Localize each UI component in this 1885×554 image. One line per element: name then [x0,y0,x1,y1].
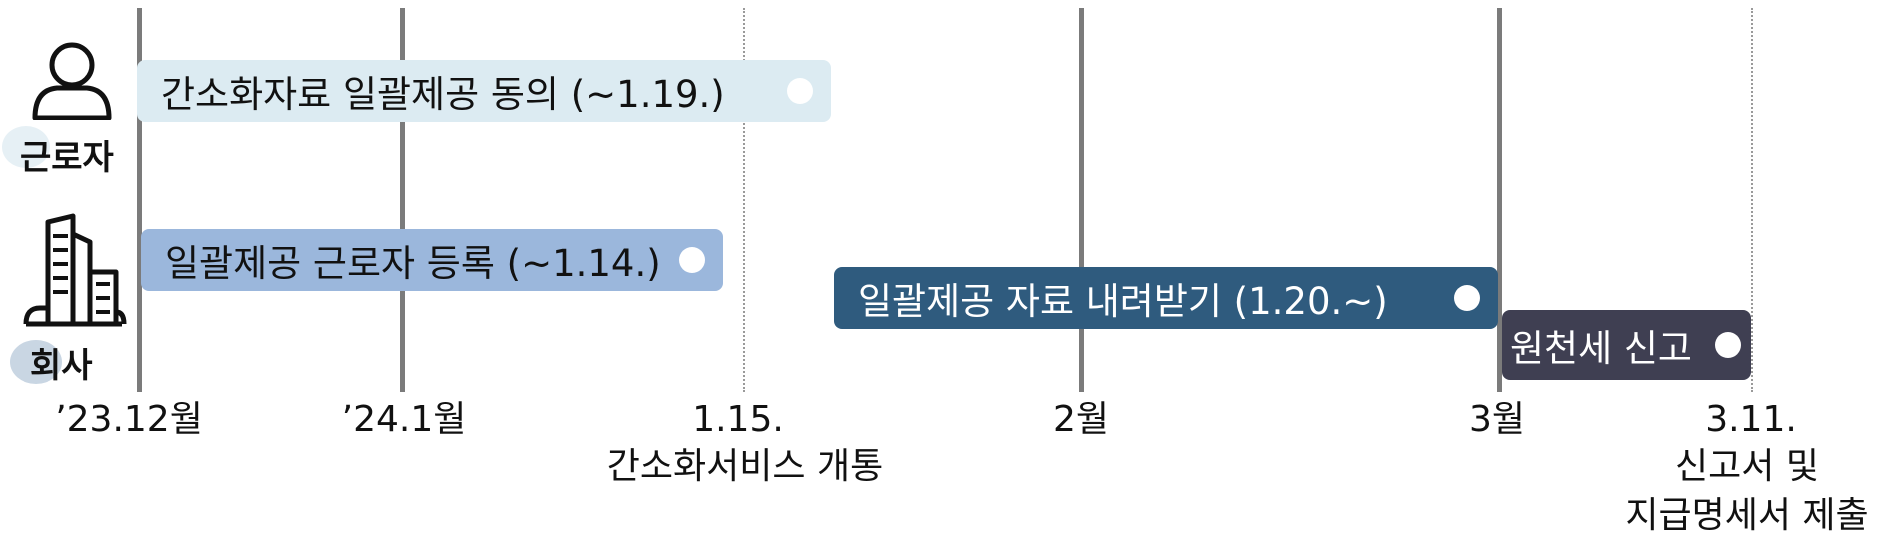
event-mar11-line1: 신고서 및 [1675,446,1819,487]
bar-register-label: 일괄제공 근로자 등록 (~1.14.) [165,242,661,285]
event-jan15: 간소화서비스 개통 [606,446,884,487]
tick-jan: ’24.1월 [341,399,467,440]
company-label-blob [10,340,62,384]
bar-download-label: 일괄제공 자료 내려받기 (1.20.~) [858,280,1388,323]
bar-report: 원천세 신고 [1502,310,1751,380]
timeline-line-feb [1079,8,1084,392]
bar-download-end-dot [1454,285,1480,311]
event-mar11-line2: 지급명세서 제출 [1625,495,1869,536]
timeline-line-jan [400,8,405,392]
row-label-company: 회사 [30,346,93,386]
tick-dec: ’23.12월 [55,399,203,440]
timeline-line-mar [1497,8,1502,392]
tick-jan15: 1.15. [692,399,784,440]
person-icon [32,42,112,120]
bar-report-label: 원천세 신고 [1510,327,1692,370]
bar-consent-label: 간소화자료 일괄제공 동의 (~1.19.) [161,73,725,116]
bar-report-end-dot [1715,332,1741,358]
bar-register-end-dot [679,247,705,273]
timeline-line-dec [137,8,142,392]
row-label-worker: 근로자 [20,138,114,178]
building-icon [23,213,127,327]
bar-download: 일괄제공 자료 내려받기 (1.20.~) [834,267,1498,329]
timeline-line-jan15 [743,8,745,392]
tick-mar11: 3.11. [1705,399,1797,440]
worker-label-blob [2,126,50,168]
bar-consent: 간소화자료 일괄제공 동의 (~1.19.) [137,60,831,122]
bar-consent-end-dot [787,78,813,104]
tick-feb: 2월 [1052,399,1110,440]
timeline-line-mar11 [1751,8,1753,392]
bar-register: 일괄제공 근로자 등록 (~1.14.) [141,229,723,291]
tick-mar: 3월 [1468,399,1526,440]
